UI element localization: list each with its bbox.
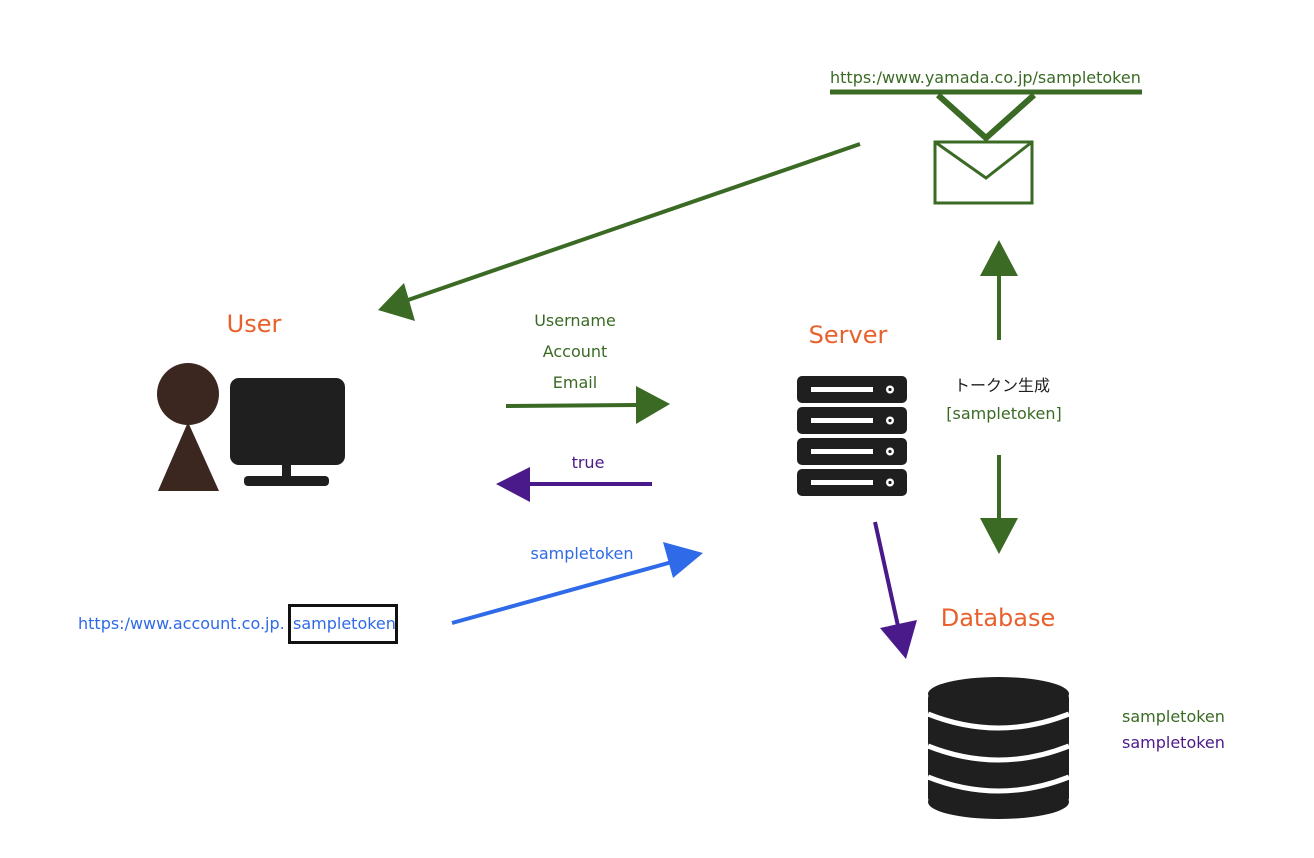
envelope-icon [933, 140, 1034, 205]
token-submit-label: sampletoken [530, 544, 634, 563]
token-to-database-arrow [980, 455, 1018, 554]
database-entry-purple: sampletoken [1122, 733, 1225, 752]
response-arrow [496, 467, 652, 502]
email-to-user-arrow [378, 142, 861, 321]
token-generation-label: トークン生成 [953, 376, 1051, 395]
token-to-email-arrow [980, 240, 1018, 340]
request-arrow [505, 386, 670, 424]
database-entry-green: sampletoken [1122, 707, 1225, 726]
user-link-prefix: https:/www.account.co.jp. [78, 614, 285, 633]
user-label: User [226, 310, 282, 338]
server-icon [797, 376, 907, 496]
server-label: Server [808, 321, 888, 349]
request-field-email: Email [552, 373, 598, 392]
email-pointer-chevron [935, 92, 1037, 143]
request-field-account: Account [542, 342, 608, 361]
request-field-username: Username [534, 311, 616, 330]
server-to-database-arrow [873, 521, 917, 659]
monitor-icon [230, 378, 345, 486]
email-url: https:/www.yamada.co.jp/sampletoken [830, 68, 1141, 87]
user-link-token: sampletoken [293, 614, 396, 633]
database-icon [927, 677, 1070, 819]
token-highlight-box [288, 604, 398, 644]
response-label: true [571, 453, 605, 472]
person-icon [157, 363, 219, 491]
token-submit-arrow [451, 542, 703, 625]
token-generation-token: [sampletoken] [946, 404, 1062, 423]
database-label: Database [940, 604, 1056, 632]
